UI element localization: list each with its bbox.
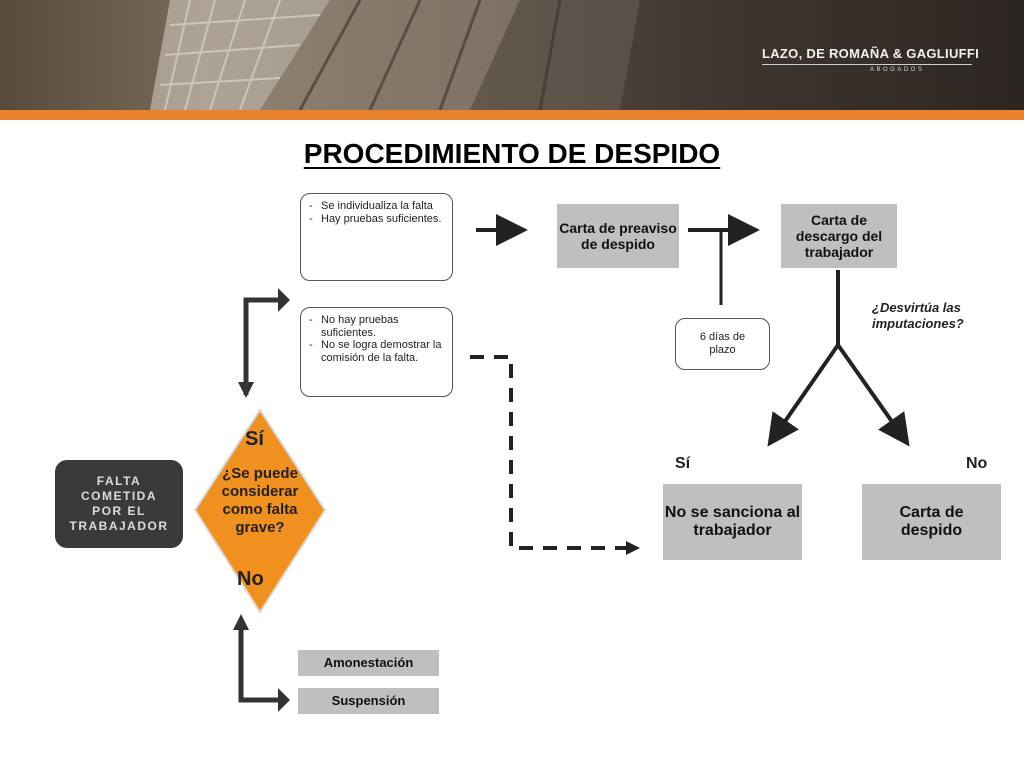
preaviso-box: Carta de preaviso de despido (557, 204, 679, 268)
accent-bar (0, 110, 1024, 120)
evidence-no-box: No hay pruebas suficientes. No se logra … (300, 307, 453, 397)
plazo-label: 6 días de plazo (699, 331, 746, 356)
result-dismissal-label: Carta de despido (899, 503, 964, 539)
decision-yes-label: Sí (245, 428, 264, 450)
result-dismissal-box: Carta de despido (862, 484, 1001, 560)
decision-question: ¿Se puede considerar como falta grave? (221, 465, 299, 536)
descargo-label: Carta de descargo del trabajador (795, 211, 883, 261)
arrow-decision-up (238, 288, 290, 398)
sanction-amonestacion-box: Amonestación (298, 650, 439, 676)
firm-subtitle: ABOGADOS (870, 67, 925, 73)
page-title: PROCEDIMIENTO DE DESPIDO (303, 138, 721, 169)
firm-name: LAZO, DE ROMAÑA & GAGLIUFFI (762, 46, 980, 61)
sanction-label: Suspensión (331, 692, 406, 708)
evidence-yes-box: Se individualiza la falta Hay pruebas su… (300, 193, 453, 281)
decision-diamond (193, 408, 327, 614)
arrow-decision-down (233, 614, 290, 712)
preaviso-label: Carta de preaviso de despido (559, 219, 677, 252)
evidence-yes-item: Se individualiza la falta (309, 200, 444, 213)
branch-desvirtua (767, 270, 910, 447)
branch-yes-label: Sí (675, 455, 691, 472)
dashed-arrow-to-no-sanction (470, 355, 640, 555)
plazo-box: 6 días de plazo (675, 318, 770, 370)
header-banner: LAZO, DE ROMAÑA & GAGLIUFFI ABOGADOS (0, 0, 1024, 110)
arrow-preaviso-to-descargo (688, 214, 760, 305)
sanction-label: Amonestación (323, 654, 414, 670)
evidence-no-item: No hay pruebas suficientes. (309, 314, 444, 339)
start-box-label: FALTA COMETIDA POR EL TRABAJADOR (69, 474, 169, 533)
desvirtua-question: ¿Desvirtúa las imputaciones? (872, 300, 964, 331)
result-no-sanction-box: No se sanciona al trabajador (663, 484, 802, 560)
result-no-sanction-label: No se sanciona al trabajador (664, 503, 801, 539)
descargo-box: Carta de descargo del trabajador (781, 204, 897, 268)
building-facade-image (150, 0, 640, 110)
branch-no-label: No (966, 455, 988, 472)
evidence-yes-item: Hay pruebas suficientes. (309, 213, 444, 226)
start-box: FALTA COMETIDA POR EL TRABAJADOR (55, 460, 183, 548)
decision-no-label: No (237, 568, 264, 590)
logo-divider (762, 64, 972, 65)
evidence-no-item: No se logra demostrar la comisión de la … (309, 339, 444, 364)
sanction-suspension-box: Suspensión (298, 688, 439, 714)
